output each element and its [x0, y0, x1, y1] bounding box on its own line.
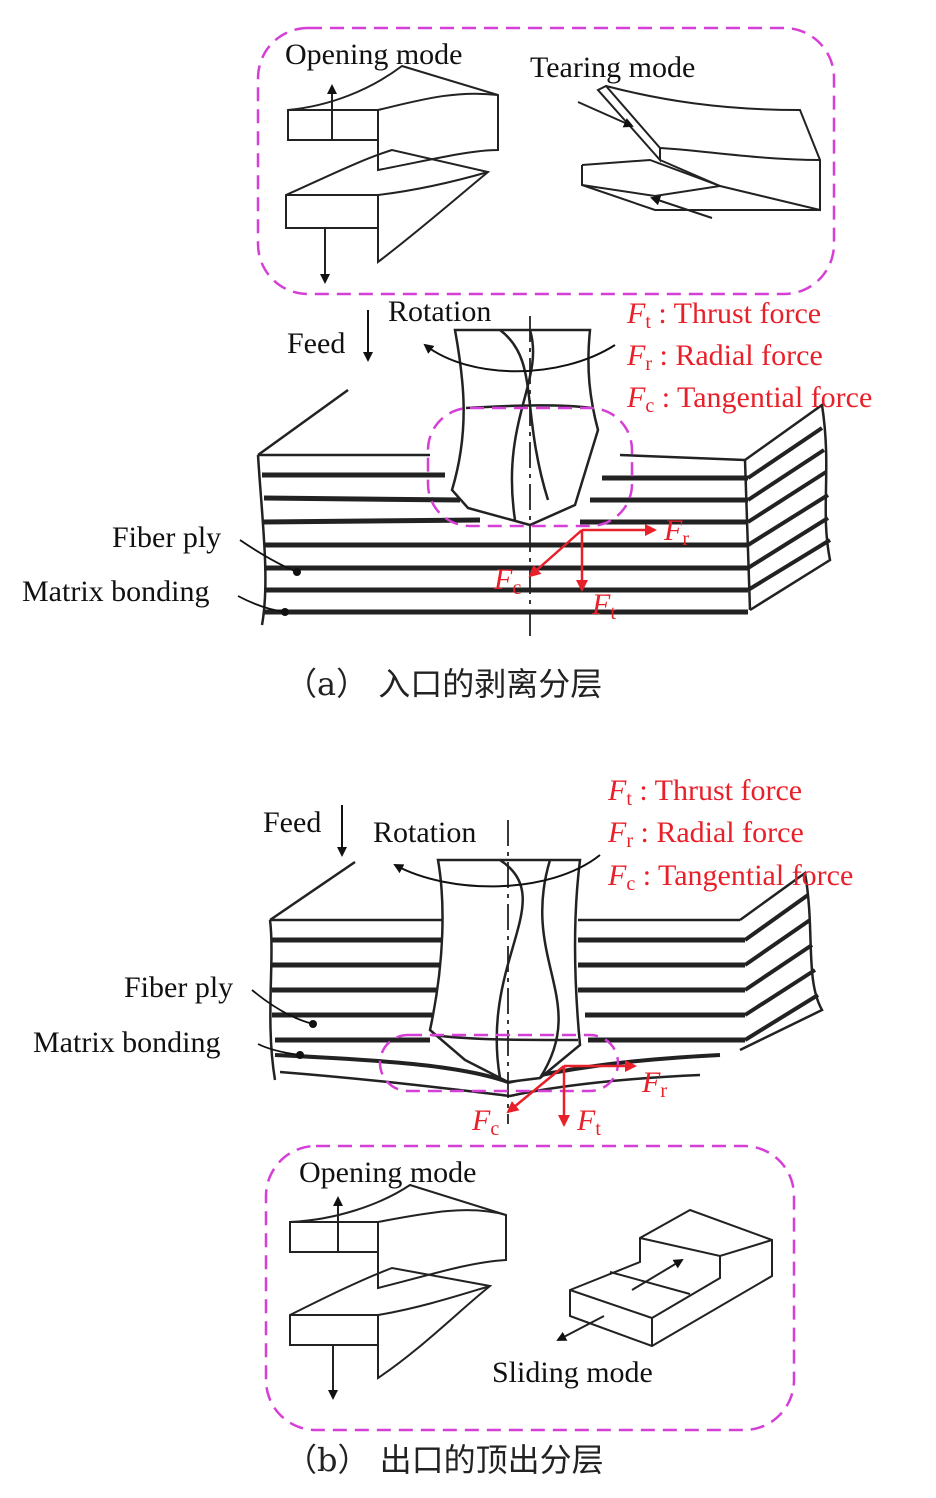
opening-mode-block-b [289, 1183, 507, 1400]
legend-tangential-b: Fc : Tangential force [608, 859, 854, 895]
laminate-b [268, 860, 824, 1081]
delamination-zone-a [426, 406, 634, 528]
matrix-bonding-label-b: Matrix bonding [33, 1026, 221, 1059]
laminate-b-side-plies [743, 893, 820, 1042]
force-fr-label-b: Fr [642, 1066, 667, 1102]
feed-label-b: Feed [263, 806, 322, 839]
feed-label-a: Feed [287, 327, 346, 360]
matrix-bonding-label-a: Matrix bonding [22, 575, 210, 608]
rotation-arrow-a [423, 343, 616, 373]
drill-bit-b [428, 820, 582, 1124]
legend-thrust-a: Ft : Thrust force [627, 297, 822, 333]
fiber-ply-label-a: Fiber ply [112, 521, 222, 554]
tearing-mode-label-a: Tearing mode [530, 51, 696, 84]
force-ft-label-b: Ft [577, 1104, 601, 1140]
force-arrows-a [528, 524, 657, 592]
sliding-mode-label-b: Sliding mode [492, 1356, 653, 1389]
legend-tangential-a: Fc : Tangential force [627, 381, 873, 417]
legend-radial-a: Fr : Radial force [627, 339, 823, 375]
laminate-a-plies [262, 472, 748, 615]
opening-mode-label-b: Opening mode [299, 1156, 477, 1189]
force-fc-label-a: Fc [494, 563, 522, 599]
laminate-b-plies [272, 937, 745, 1043]
sliding-mode-block-b [556, 1208, 773, 1348]
delamination-zone-b [378, 1033, 620, 1093]
tearing-mode-block-a [577, 84, 821, 219]
force-ft-label-a: Ft [592, 588, 616, 624]
force-fc-label-b: Fc [472, 1104, 500, 1140]
modes-box-a [256, 26, 836, 296]
drill-bit-a [450, 316, 600, 640]
legend-radial-b: Fr : Radial force [608, 816, 804, 852]
modes-box-b [264, 1144, 796, 1432]
force-fr-label-a: Fr [664, 514, 689, 550]
opening-mode-label-a: Opening mode [285, 38, 463, 71]
laminate-a-side-plies [746, 426, 832, 592]
force-arrows-b [506, 1060, 637, 1127]
rotation-label-a: Rotation [388, 295, 492, 328]
legend-thrust-b: Ft : Thrust force [608, 774, 803, 810]
fiber-ply-label-b: Fiber ply [124, 971, 234, 1004]
caption-b: （b） 出口的顶出分层 [285, 1441, 604, 1479]
rotation-arrow-b [393, 854, 601, 888]
caption-a: （a） 入口的剥离分层 [285, 665, 603, 703]
rotation-label-b: Rotation [373, 816, 477, 849]
opening-mode-block-a [285, 64, 499, 284]
